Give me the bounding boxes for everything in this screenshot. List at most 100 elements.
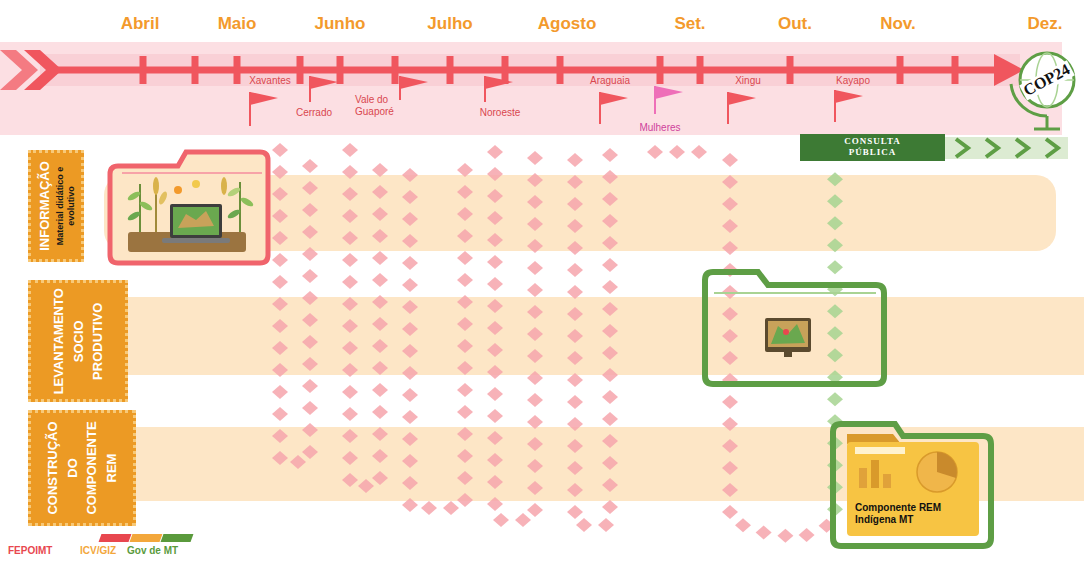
- month-label: Out.: [778, 18, 812, 30]
- trail-diamond: [402, 498, 418, 512]
- trail-diamond: [567, 461, 583, 475]
- trail-diamond: [302, 401, 318, 415]
- folder-outline: [110, 152, 268, 263]
- timeline-tick: [557, 56, 564, 84]
- trail-diamond: [457, 317, 473, 331]
- flag: [485, 76, 513, 102]
- trail-diamond: [402, 388, 418, 402]
- bar-chart: [883, 474, 891, 488]
- trail-diamond: [487, 167, 503, 181]
- trail-diamond: [372, 317, 388, 331]
- trail-diamond: [722, 351, 738, 365]
- folder-caption: Componente REM Indígena MT: [855, 502, 959, 526]
- trail-diamond: [602, 412, 618, 426]
- trail-diamond: [722, 241, 738, 255]
- folder-node: Componente REM Indígena MT: [825, 418, 997, 550]
- trail-diamond: [272, 187, 288, 201]
- trail-diamond: [272, 253, 288, 267]
- row-title: CONSTRUÇÃO DO COMPONENTE REM: [43, 416, 121, 520]
- consulta-banner: CONSULTA PÚBLICA: [800, 134, 945, 161]
- flag-pennant: [600, 92, 628, 105]
- folder-outline: [705, 272, 884, 384]
- timeline-tick: [234, 56, 241, 84]
- trail-diamond: [342, 165, 358, 179]
- trail-diamond: [602, 236, 618, 250]
- trail-diamond: [487, 387, 503, 401]
- trail-diamond: [799, 528, 815, 542]
- flag: [400, 76, 428, 100]
- label-holder: Araguaia: [590, 75, 630, 87]
- trail-diamond: [402, 344, 418, 358]
- trail-diamond: [372, 471, 388, 485]
- trail-diamond: [402, 168, 418, 182]
- label-holder: Julho: [427, 18, 472, 30]
- trail-diamond: [372, 185, 388, 199]
- trail-diamond: [827, 216, 843, 230]
- trail-diamond: [457, 229, 473, 243]
- trail-diamond: [487, 299, 503, 313]
- trail-diamond: [302, 379, 318, 393]
- trail-diamond: [602, 302, 618, 316]
- trail-diamond: [457, 207, 473, 221]
- flag-pennant: [400, 76, 428, 89]
- trail-diamond: [602, 500, 618, 514]
- trail-diamond: [567, 395, 583, 409]
- trail-diamond: [402, 476, 418, 490]
- trail-diamond: [290, 455, 306, 469]
- label-holder: Junho: [315, 18, 366, 30]
- diamond-trail: [272, 143, 843, 543]
- trail-diamond: [402, 410, 418, 424]
- timeline-tick: [392, 56, 399, 84]
- laptop-screen: [173, 207, 219, 235]
- trail-diamond: [602, 456, 618, 470]
- trail-diamond: [487, 409, 503, 423]
- wheat-ear: [157, 190, 168, 205]
- trail-diamond: [402, 432, 418, 446]
- trail-diamond: [272, 275, 288, 289]
- trail-diamond: [567, 153, 583, 167]
- consulta-chevron: [1016, 139, 1028, 157]
- trail-diamond: [487, 277, 503, 291]
- trail-diamond: [567, 175, 583, 189]
- flag: [835, 90, 863, 122]
- trail-diamond: [602, 192, 618, 206]
- trail-diamond: [372, 361, 388, 375]
- trail-diamond: [342, 231, 358, 245]
- trail-diamond: [302, 335, 318, 349]
- trail-diamond: [827, 260, 843, 274]
- trail-diamond: [669, 145, 685, 159]
- trail-diamond: [527, 349, 543, 363]
- folder-inner-line: [122, 172, 262, 174]
- trail-diamond: [342, 363, 358, 377]
- trail-diamond: [527, 371, 543, 385]
- trail-diamond: [272, 143, 288, 157]
- trail-diamond: [527, 305, 543, 319]
- trail-diamond: [487, 321, 503, 335]
- wheat-ear: [153, 177, 159, 195]
- cop-globe: [1011, 53, 1074, 129]
- trail-diamond: [443, 501, 459, 515]
- banner-text: CONSULTA PÚBLICA: [831, 136, 915, 158]
- trail-diamond: [272, 319, 288, 333]
- trail-diamond: [602, 258, 618, 272]
- row-label-stamp: CONSTRUÇÃO DO COMPONENTE REM: [28, 410, 136, 526]
- laptop-lid: [170, 204, 222, 238]
- trail-diamond: [272, 165, 288, 179]
- trail-diamond: [342, 275, 358, 289]
- plant-leaf: [226, 186, 241, 198]
- trail-diamond: [402, 454, 418, 468]
- trail-diamond: [272, 363, 288, 377]
- trail-diamond: [342, 209, 358, 223]
- trail-diamond: [302, 357, 318, 371]
- trail-diamond: [567, 417, 583, 431]
- flag-label: Cerrado: [296, 107, 332, 119]
- trail-diamond: [487, 189, 503, 203]
- label-holder: Xavantes: [249, 75, 291, 87]
- legend-swatch: [161, 534, 194, 542]
- trail-diamond: [272, 429, 288, 443]
- trail-diamond: [602, 368, 618, 382]
- trail-diamond: [722, 329, 738, 343]
- folder-inner-line: [714, 292, 876, 294]
- legend-swatch: [130, 534, 163, 542]
